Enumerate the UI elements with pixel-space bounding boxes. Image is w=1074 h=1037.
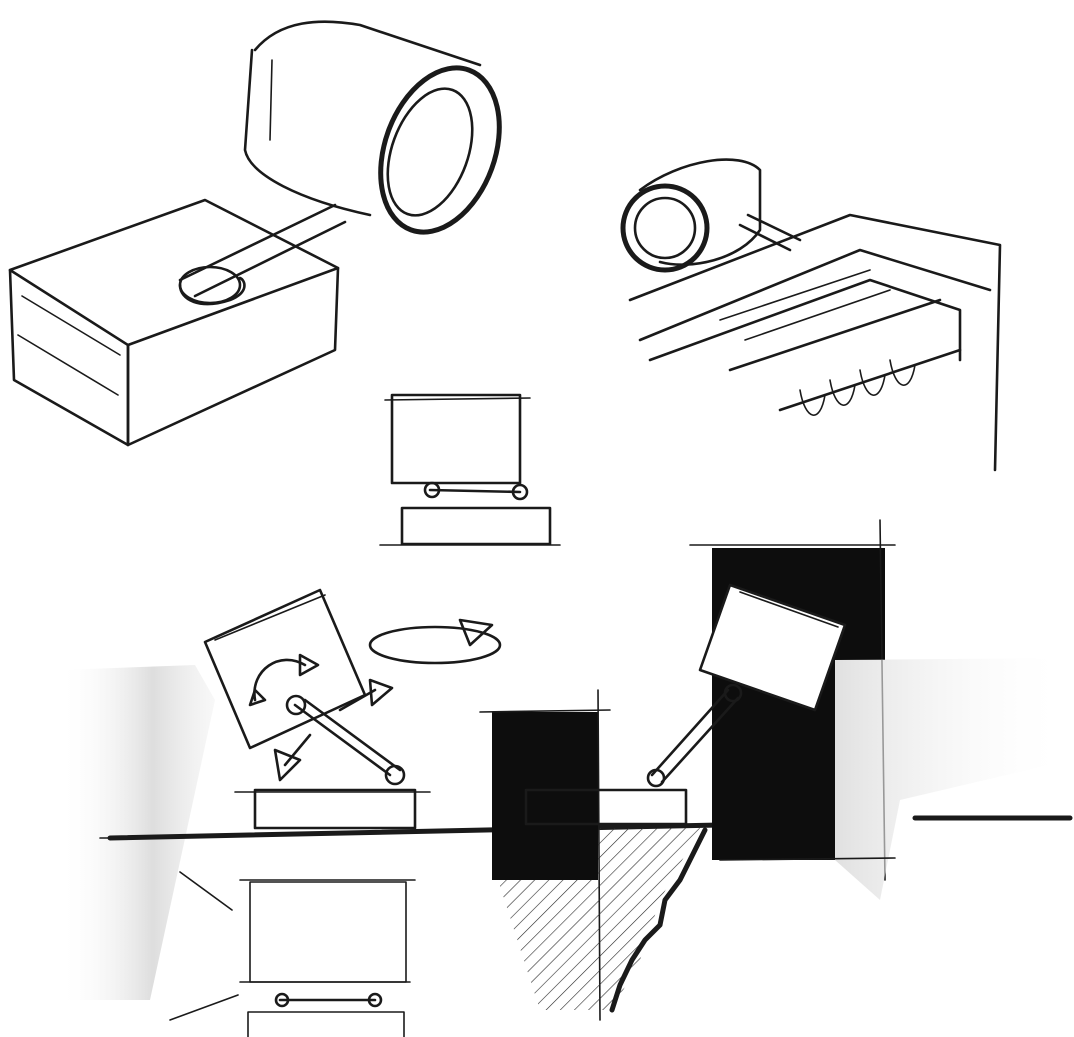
tilt-arrow-icon — [254, 660, 305, 700]
sketch-desktop-monitor — [10, 22, 521, 445]
sketch-tilting-monitor — [60, 590, 500, 1000]
sketch-small-monitor — [380, 395, 560, 545]
sketch-wall-section — [480, 520, 1070, 1020]
swivel-arrow-icon — [370, 627, 500, 663]
sketch-shelf-monitor — [623, 160, 1000, 470]
sketch-retracted-monitor — [170, 872, 415, 1037]
